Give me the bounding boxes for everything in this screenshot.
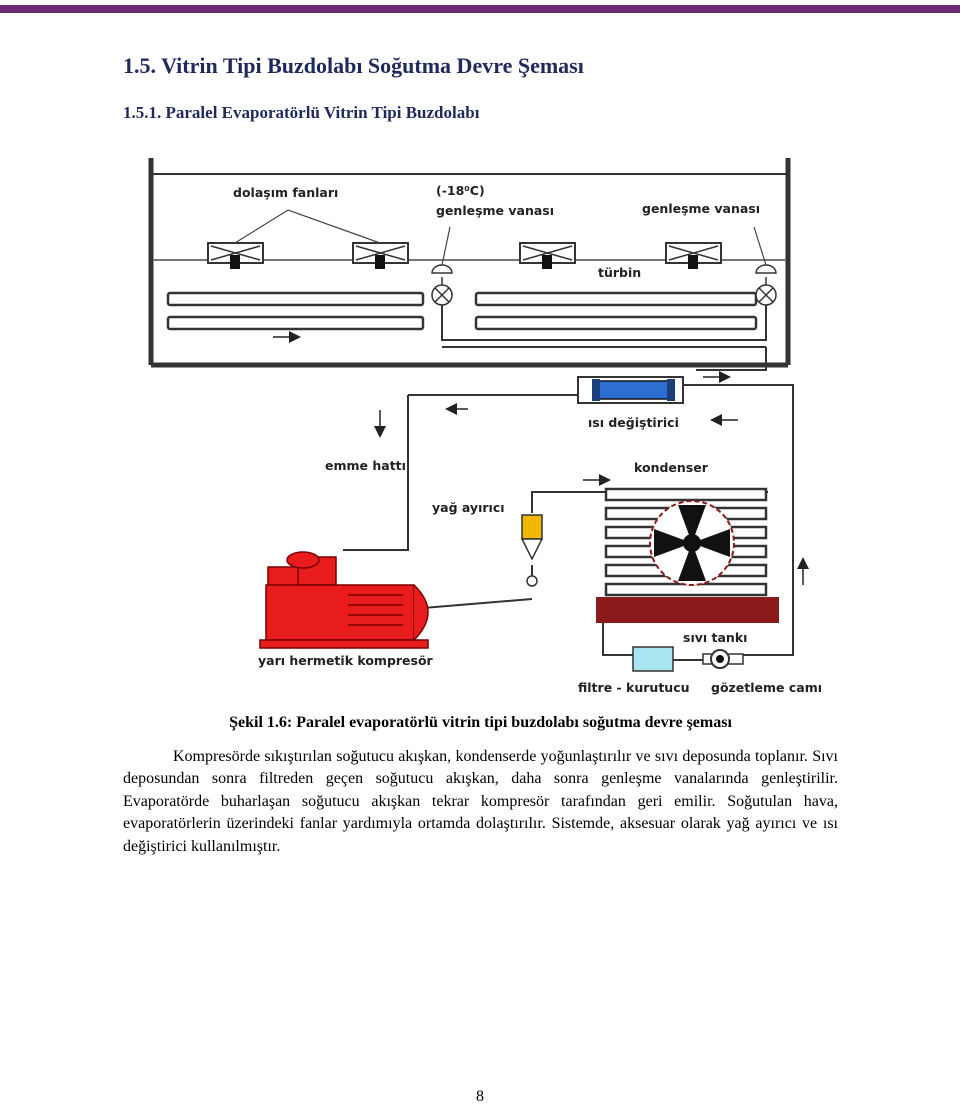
fan xyxy=(665,242,722,269)
label-liquid-tank: sıvı tankı xyxy=(683,630,747,645)
label-expansion-valve-right: genleşme vanası xyxy=(642,201,760,216)
expansion-valve-left xyxy=(431,264,453,306)
label-condenser: kondenser xyxy=(634,460,709,475)
condenser-fan xyxy=(649,500,735,586)
fan xyxy=(352,242,409,269)
label-turbine: türbin xyxy=(598,265,641,280)
label-sight-glass: gözetleme camı xyxy=(711,680,822,695)
liquid-tank xyxy=(596,597,779,623)
body-paragraph: Kompresörde sıkıştırılan soğutucu akışka… xyxy=(123,748,838,855)
valve-leader-lines xyxy=(441,226,767,266)
evaporator-right xyxy=(474,291,758,331)
oil-separator xyxy=(520,514,544,587)
fan xyxy=(519,242,576,269)
refrigerant-piping xyxy=(337,305,794,661)
sight-glass xyxy=(702,649,744,669)
top-border xyxy=(0,5,960,13)
refrigeration-circuit-diagram: dolaşım fanları (-18⁰C) genleşme vanası … xyxy=(148,158,822,695)
label-suction-line: emme hattı xyxy=(325,458,406,473)
expansion-valve-right xyxy=(755,264,777,306)
label-fans: dolaşım fanları xyxy=(233,185,338,200)
label-filter-dryer: filtre - kurutucu xyxy=(578,680,690,695)
compressor xyxy=(259,551,429,649)
subsection-heading: 1.5.1. Paralel Evaporatörlü Vitrin Tipi … xyxy=(123,103,480,122)
flow-arrows xyxy=(273,331,809,585)
fan xyxy=(207,242,264,269)
fan-leader-lines xyxy=(234,209,381,244)
figure-caption: Şekil 1.6: Paralel evaporatörlü vitrin t… xyxy=(229,714,732,731)
label-compressor: yarı hermetik kompresör xyxy=(258,653,434,668)
filter-dryer xyxy=(632,646,674,672)
evaporator-left xyxy=(166,291,425,331)
label-heat-exchanger: ısı değiştirici xyxy=(588,415,679,430)
label-oil-separator: yağ ayırıcı xyxy=(432,500,505,515)
page-number: 8 xyxy=(476,1088,484,1105)
heat-exchanger xyxy=(577,376,684,404)
label-temperature: (-18⁰C) xyxy=(436,183,485,198)
section-heading: 1.5. Vitrin Tipi Buzdolabı Soğutma Devre… xyxy=(123,53,584,78)
label-expansion-valve-left: genleşme vanası xyxy=(436,203,554,218)
